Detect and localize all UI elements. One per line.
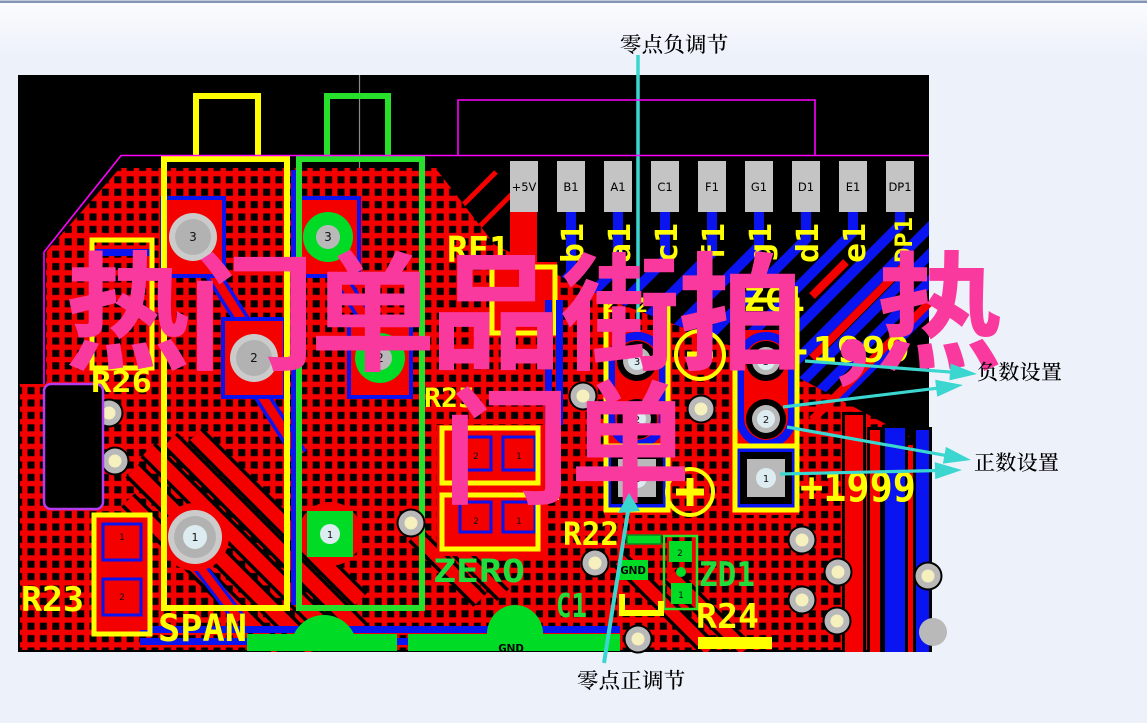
- callout-arrow: [786, 425, 971, 464]
- connector-pad: [792, 161, 820, 212]
- connector-pad: [698, 161, 726, 212]
- gnd-label: GND: [498, 642, 524, 655]
- board-outline: [42, 99, 929, 511]
- plus-circle-mark: [665, 467, 715, 517]
- pad-number: 2: [473, 517, 479, 527]
- connector-pad-label: G1: [751, 180, 767, 194]
- connector-pad-label: F1: [705, 180, 719, 194]
- silkscreen-label: R26: [91, 365, 152, 399]
- pad-number: 3: [189, 230, 197, 244]
- page-top-border: [0, 0, 1147, 3]
- connector-pad: [604, 161, 632, 212]
- trace-label: e1: [838, 223, 873, 263]
- connector-pad-label: B1: [563, 180, 578, 194]
- trace-label: c1: [650, 223, 685, 263]
- page-top-fade: [0, 0, 1147, 55]
- callout-arrow: [779, 462, 962, 480]
- pad-number: 1: [119, 533, 125, 543]
- gnd-label: GND: [620, 564, 646, 577]
- yellow-bar-bottom: [698, 637, 772, 649]
- pad-number: 2: [763, 415, 769, 426]
- pad-number: 3: [324, 230, 332, 244]
- connector-pad: [886, 161, 914, 212]
- connector-pad-label: C1: [657, 180, 672, 194]
- silkscreen-label: R22: [563, 515, 619, 553]
- connector-pad: [510, 161, 538, 212]
- pad-number: 2: [473, 452, 479, 462]
- connector-pad: [745, 161, 773, 212]
- pad-number: 1: [516, 452, 522, 462]
- silkscreen-label: ZERO: [433, 552, 525, 590]
- r23-component: [91, 512, 153, 637]
- edge-pad: [919, 618, 947, 646]
- callout-arrows: [602, 359, 977, 664]
- pad-number: 1: [327, 530, 333, 541]
- c1-bracket: [619, 594, 664, 616]
- pad-number: 1: [516, 517, 522, 527]
- pad-number: 2: [250, 351, 258, 365]
- silkscreen-label: R24: [696, 597, 759, 637]
- pad-number: 3: [634, 357, 640, 368]
- silkscreen-label: SPAN: [158, 607, 247, 650]
- silkscreen-label: R23: [21, 580, 84, 620]
- callout-arrow: [782, 379, 963, 409]
- pad-number: 1: [192, 531, 199, 544]
- pad-number: 1: [678, 591, 684, 601]
- pad-number: 1: [763, 474, 769, 485]
- connector-pad-label: D1: [798, 180, 814, 194]
- connector-pads: +5V B1 A1 C1 F1 G1 D1 E1 DP1: [510, 161, 914, 212]
- connector-pad-label: DP1: [888, 180, 911, 194]
- callout-arrow: [804, 359, 977, 381]
- pad-number: 2: [677, 549, 683, 559]
- trace-label: d1: [791, 223, 826, 263]
- connector-pad: [557, 161, 585, 212]
- connector-pad-label: E1: [846, 180, 861, 194]
- callout-arrow-bottom: [602, 493, 640, 664]
- silkscreen-label: ZD1: [699, 555, 755, 595]
- connector-pad-label: +5V: [512, 180, 537, 194]
- green-elements: [247, 534, 699, 651]
- connector-pad: [651, 161, 679, 212]
- silkscreen-label: C1: [556, 586, 587, 625]
- pad-number: 2: [119, 593, 125, 603]
- gnd-labels: GND GND: [498, 564, 646, 655]
- right-vertical-traces: [842, 412, 932, 652]
- connector-pad-label: A1: [610, 180, 625, 194]
- connector-pad: [839, 161, 867, 212]
